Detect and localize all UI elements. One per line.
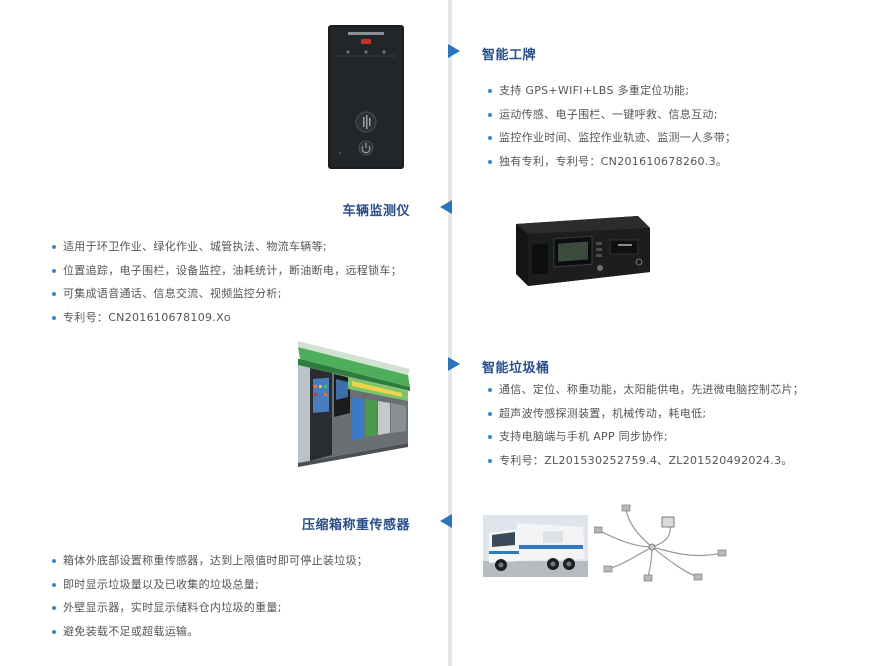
list-item: 超声波传感探测装置，机械传动，耗电低;: [488, 402, 804, 426]
section-title-vehicle-monitor: 车辆监测仪: [342, 204, 410, 219]
list-item: 独有专利，专利号：CN201610678260.3。: [488, 150, 736, 174]
list-item: 适用于环卫作业、绿化作业、城管执法、物流车辆等;: [52, 235, 402, 259]
timeline-line: [448, 0, 452, 666]
list-item: 通信、定位、称重功能，太阳能供电，先进微电脑控制芯片；: [488, 378, 804, 402]
list-item: 避免装载不足或超载运输。: [52, 620, 368, 644]
section-title-smart-bin: 智能垃圾桶: [482, 361, 550, 376]
list-item: 外壁显示器，实时显示储料仓内垃圾的重量;: [52, 596, 368, 620]
list-item: 监控作业时间、监控作业轨迹、监测一人多带；: [488, 126, 736, 150]
list-item: 即时显示垃圾量以及已收集的垃圾总量;: [52, 573, 368, 597]
section-title-badge: 智能工牌: [482, 48, 537, 63]
vehicle-monitor-image: [516, 216, 650, 286]
list-item: 专利号：ZL201530252759.4、ZL201520492024.3。: [488, 449, 804, 473]
smart-bin-image: [298, 341, 410, 467]
compactor-truck-image: [483, 515, 588, 577]
timeline-arrow-left-icon: [440, 200, 452, 214]
list-item: 位置追踪，电子围栏，设备监控，油耗统计，断油断电，远程锁车；: [52, 259, 402, 283]
list-item: 专利号：CN201610678109.Xo: [52, 306, 402, 330]
section-list-smart-bin: 通信、定位、称重功能，太阳能供电，先进微电脑控制芯片； 超声波传感探测装置，机械…: [488, 378, 804, 472]
timeline-arrow-right-icon: [448, 44, 460, 58]
list-item: 箱体外底部设置称重传感器，达到上限值时即可停止装垃圾；: [52, 549, 368, 573]
section-list-weighing-sensor: 箱体外底部设置称重传感器，达到上限值时即可停止装垃圾； 即时显示垃圾量以及已收集…: [52, 549, 368, 643]
weighing-sensor-image: [594, 504, 727, 582]
list-item: 运动传感、电子围栏、一键呼救、信息互动;: [488, 103, 736, 127]
section-list-vehicle-monitor: 适用于环卫作业、绿化作业、城管执法、物流车辆等; 位置追踪，电子围栏，设备监控，…: [52, 235, 402, 329]
list-item: 支持电脑端与手机 APP 同步协作;: [488, 425, 804, 449]
section-title-weighing-sensor: 压缩箱称重传感器: [301, 518, 410, 533]
section-list-badge: 支持 GPS+WIFI+LBS 多重定位功能; 运动传感、电子围栏、一键呼救、信…: [488, 79, 736, 173]
smart-badge-image: [328, 25, 404, 169]
timeline-arrow-right-icon: [448, 357, 460, 371]
list-item: 可集成语音通话、信息交流、视频监控分析;: [52, 282, 402, 306]
list-item: 支持 GPS+WIFI+LBS 多重定位功能;: [488, 79, 736, 103]
timeline-arrow-left-icon: [440, 514, 452, 528]
